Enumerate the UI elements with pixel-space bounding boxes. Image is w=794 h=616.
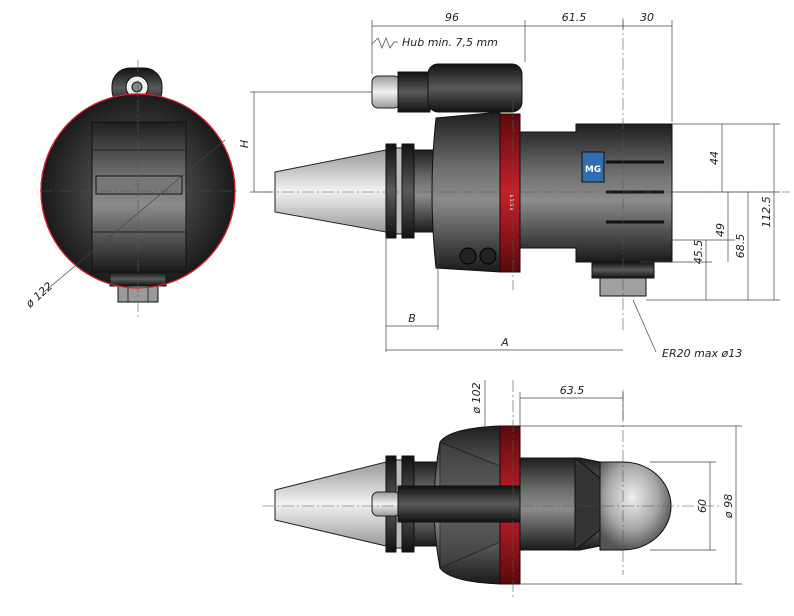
dim44-label: 44: [708, 151, 721, 165]
side-coolant-tube: [397, 71, 431, 113]
side-top-housing: [427, 63, 523, 113]
side-coolant-nozzle: [371, 75, 401, 109]
dim63-label: 63.5: [560, 384, 585, 397]
top-coolant-tube: [397, 485, 529, 523]
front-lug-pin: [131, 81, 143, 93]
dim61-label: 61.5: [562, 11, 587, 24]
dim68-label: 68.5: [734, 234, 747, 259]
brand-logo-text: MG: [585, 165, 601, 175]
front-view: ø 122: [23, 60, 240, 320]
dim112-label: 112.5: [760, 196, 773, 228]
dim45-label: 45.5: [692, 240, 705, 265]
side-ring-label: ℹ 1:1 ℹ: [508, 194, 514, 210]
side-flange-1: [385, 143, 397, 239]
stroke-spring-icon: [371, 37, 398, 49]
dia122-leader: [43, 139, 226, 293]
dia102-label: ø 102: [470, 382, 483, 414]
dia98-label: ø 98: [722, 494, 735, 519]
dim60-label: 60: [696, 499, 709, 513]
dia122-label: ø 122: [23, 280, 56, 311]
collet-note: ER20 max ø13: [662, 347, 742, 360]
front-slot: [95, 175, 183, 195]
side-red-ring: [499, 113, 521, 273]
side-view: ℹ 1:1 ℹ MG 96 61.5 30 Hub min. 7,5 mm: [238, 11, 790, 360]
dim96-label: 96: [445, 11, 459, 24]
dim30-label: 30: [640, 11, 654, 24]
brand-logo: [581, 151, 605, 183]
top-cone: [274, 461, 387, 547]
dimH-label: H: [238, 140, 251, 148]
dimA-label: A: [500, 336, 509, 349]
side-flange-2: [401, 143, 415, 239]
dimB-label: B: [408, 312, 416, 325]
dim49-label: 49: [714, 223, 727, 237]
collet-leader: [632, 299, 657, 353]
top-view: ø 102 63.5 60 ø 98: [262, 380, 742, 600]
top-spindle-head: [599, 461, 672, 551]
front-square-body: [91, 121, 187, 273]
stroke-note: Hub min. 7,5 mm: [402, 36, 498, 49]
side-cone: [274, 149, 387, 233]
